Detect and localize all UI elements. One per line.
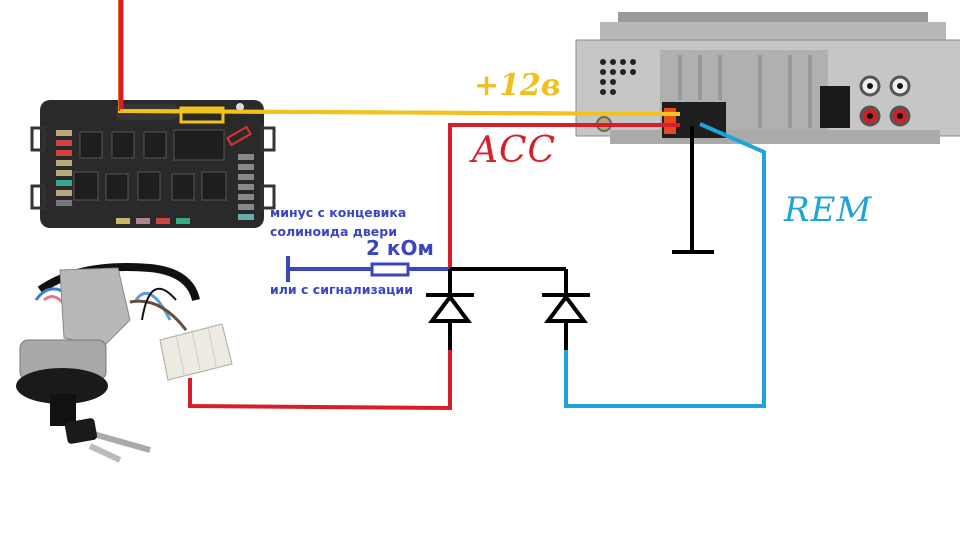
note-line-2: солиноида двери <box>270 224 397 239</box>
resistor-symbol <box>370 262 410 277</box>
fuses-left <box>56 130 72 206</box>
diode-junction <box>450 267 568 296</box>
ground-symbol <box>672 126 714 254</box>
wire-acc-ignition <box>188 350 452 411</box>
diode-left <box>426 269 474 350</box>
keys <box>64 418 151 463</box>
fuse-highlight <box>179 106 225 124</box>
resistor-label: 2 кОм <box>366 236 434 260</box>
note-line-1: минус с концевика <box>270 205 407 220</box>
fuse-box <box>30 100 276 228</box>
wire-acc <box>448 123 680 270</box>
ignition-switch <box>16 262 233 463</box>
minus-wire <box>286 256 450 282</box>
note-line-3: или с сигнализации <box>270 282 413 297</box>
label-12v: +12в <box>474 68 561 103</box>
diode-right <box>542 293 590 350</box>
fuses-right <box>238 154 254 220</box>
label-acc: ACC <box>472 130 557 171</box>
label-rem: REM <box>784 190 873 230</box>
ignition-connector <box>159 323 233 381</box>
wire-rem <box>564 122 766 408</box>
speaker-holes <box>600 59 636 95</box>
relays <box>73 129 227 201</box>
rca-jacks <box>859 75 911 127</box>
